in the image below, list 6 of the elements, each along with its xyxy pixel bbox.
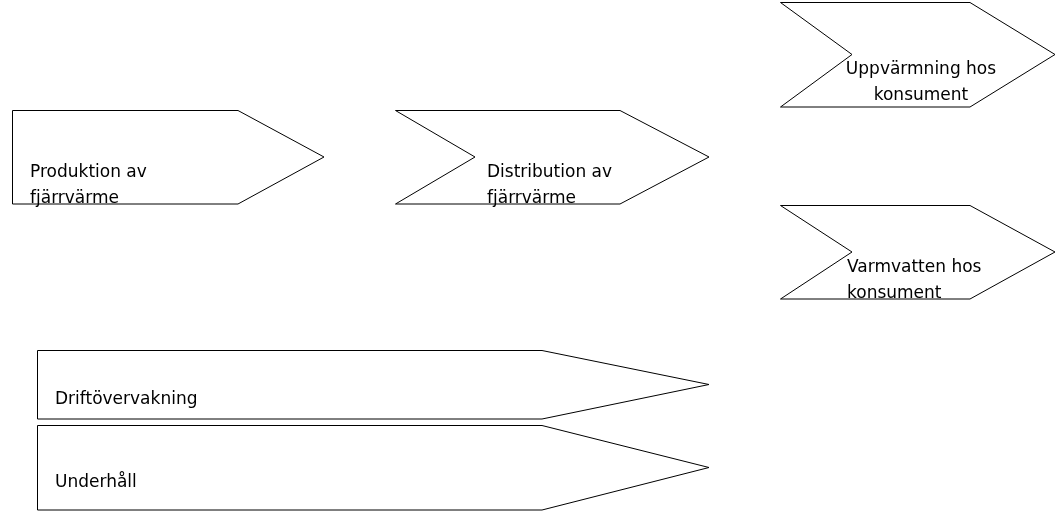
step-label: Uppvärmning hos konsument: [844, 57, 998, 106]
step-label: Driftövervakning: [55, 387, 199, 410]
step-label: Produktion av fjärrvärme: [30, 159, 148, 209]
step-label: Underhåll: [55, 470, 138, 493]
step-label: Varmvatten hos konsument: [847, 254, 983, 304]
step-label: Distribution av fjärrvärme: [487, 159, 614, 209]
